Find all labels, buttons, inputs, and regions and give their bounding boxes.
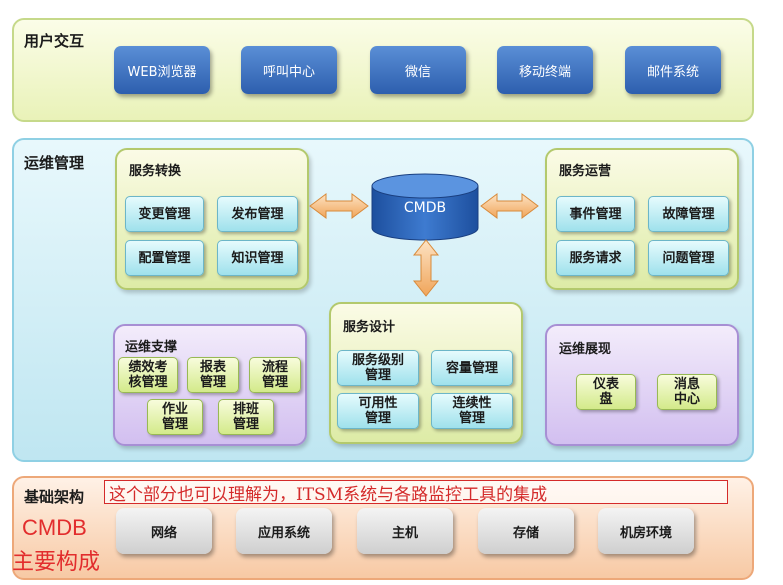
annotation-note: 这个部分也可以理解为，ITSM系统与各路监控工具的集成 — [104, 480, 728, 505]
call-center-box: 呼叫中心 — [241, 46, 337, 94]
service-level-management-box: 服务级别管理 — [337, 350, 419, 386]
incident-management-box: 事件管理 — [556, 196, 635, 232]
change-management-box: 变更管理 — [125, 196, 204, 232]
ops-display-title: 运维展现 — [559, 342, 612, 357]
base-layer-title: 基础架构 — [24, 488, 85, 506]
right-double-arrow-icon — [480, 193, 539, 219]
report-management-box: 报表管理 — [187, 357, 239, 393]
mail-system-box: 邮件系统 — [625, 46, 721, 94]
service-operation-title: 服务运营 — [559, 164, 612, 179]
availability-management-box: 可用性管理 — [337, 393, 419, 429]
knowledge-management-box: 知识管理 — [217, 240, 298, 276]
host-box: 主机 — [357, 508, 453, 554]
application-system-box: 应用系统 — [236, 508, 332, 554]
ops-support-title: 运维支撑 — [125, 340, 178, 355]
service-design-title: 服务设计 — [343, 320, 396, 335]
service-transition-title: 服务转换 — [129, 164, 182, 179]
shift-management-box: 排班管理 — [218, 399, 274, 435]
web-browser-box: WEB浏览器 — [114, 46, 210, 94]
user-layer-title: 用户交互 — [24, 32, 85, 50]
message-center-box: 消息中心 — [657, 374, 717, 410]
dashboard-box: 仪表盘 — [576, 374, 636, 410]
release-management-box: 发布管理 — [217, 196, 298, 232]
storage-box: 存储 — [478, 508, 574, 554]
vertical-double-arrow-icon — [412, 239, 440, 297]
wechat-box: 微信 — [370, 46, 466, 94]
service-request-box: 服务请求 — [556, 240, 635, 276]
process-management-box: 流程管理 — [249, 357, 301, 393]
capacity-management-box: 容量管理 — [431, 350, 513, 386]
network-box: 网络 — [116, 508, 212, 554]
left-double-arrow-icon — [309, 193, 369, 219]
job-management-box: 作业管理 — [147, 399, 203, 435]
problem-management-box: 问题管理 — [648, 240, 729, 276]
ops-layer-title: 运维管理 — [24, 154, 85, 172]
configuration-management-box: 配置管理 — [125, 240, 204, 276]
cmdb-label: CMDB — [403, 200, 447, 216]
data-center-environment-box: 机房环境 — [598, 508, 694, 554]
mobile-terminal-box: 移动终端 — [497, 46, 593, 94]
database-cylinder-icon — [371, 173, 479, 241]
annotation-cmdb: CMDB — [22, 515, 87, 540]
performance-management-box: 绩效考核管理 — [118, 357, 178, 393]
continuity-management-box: 连续性管理 — [431, 393, 513, 429]
annotation-cmdb-sub: 主要构成 — [12, 550, 101, 575]
fault-management-box: 故障管理 — [648, 196, 729, 232]
